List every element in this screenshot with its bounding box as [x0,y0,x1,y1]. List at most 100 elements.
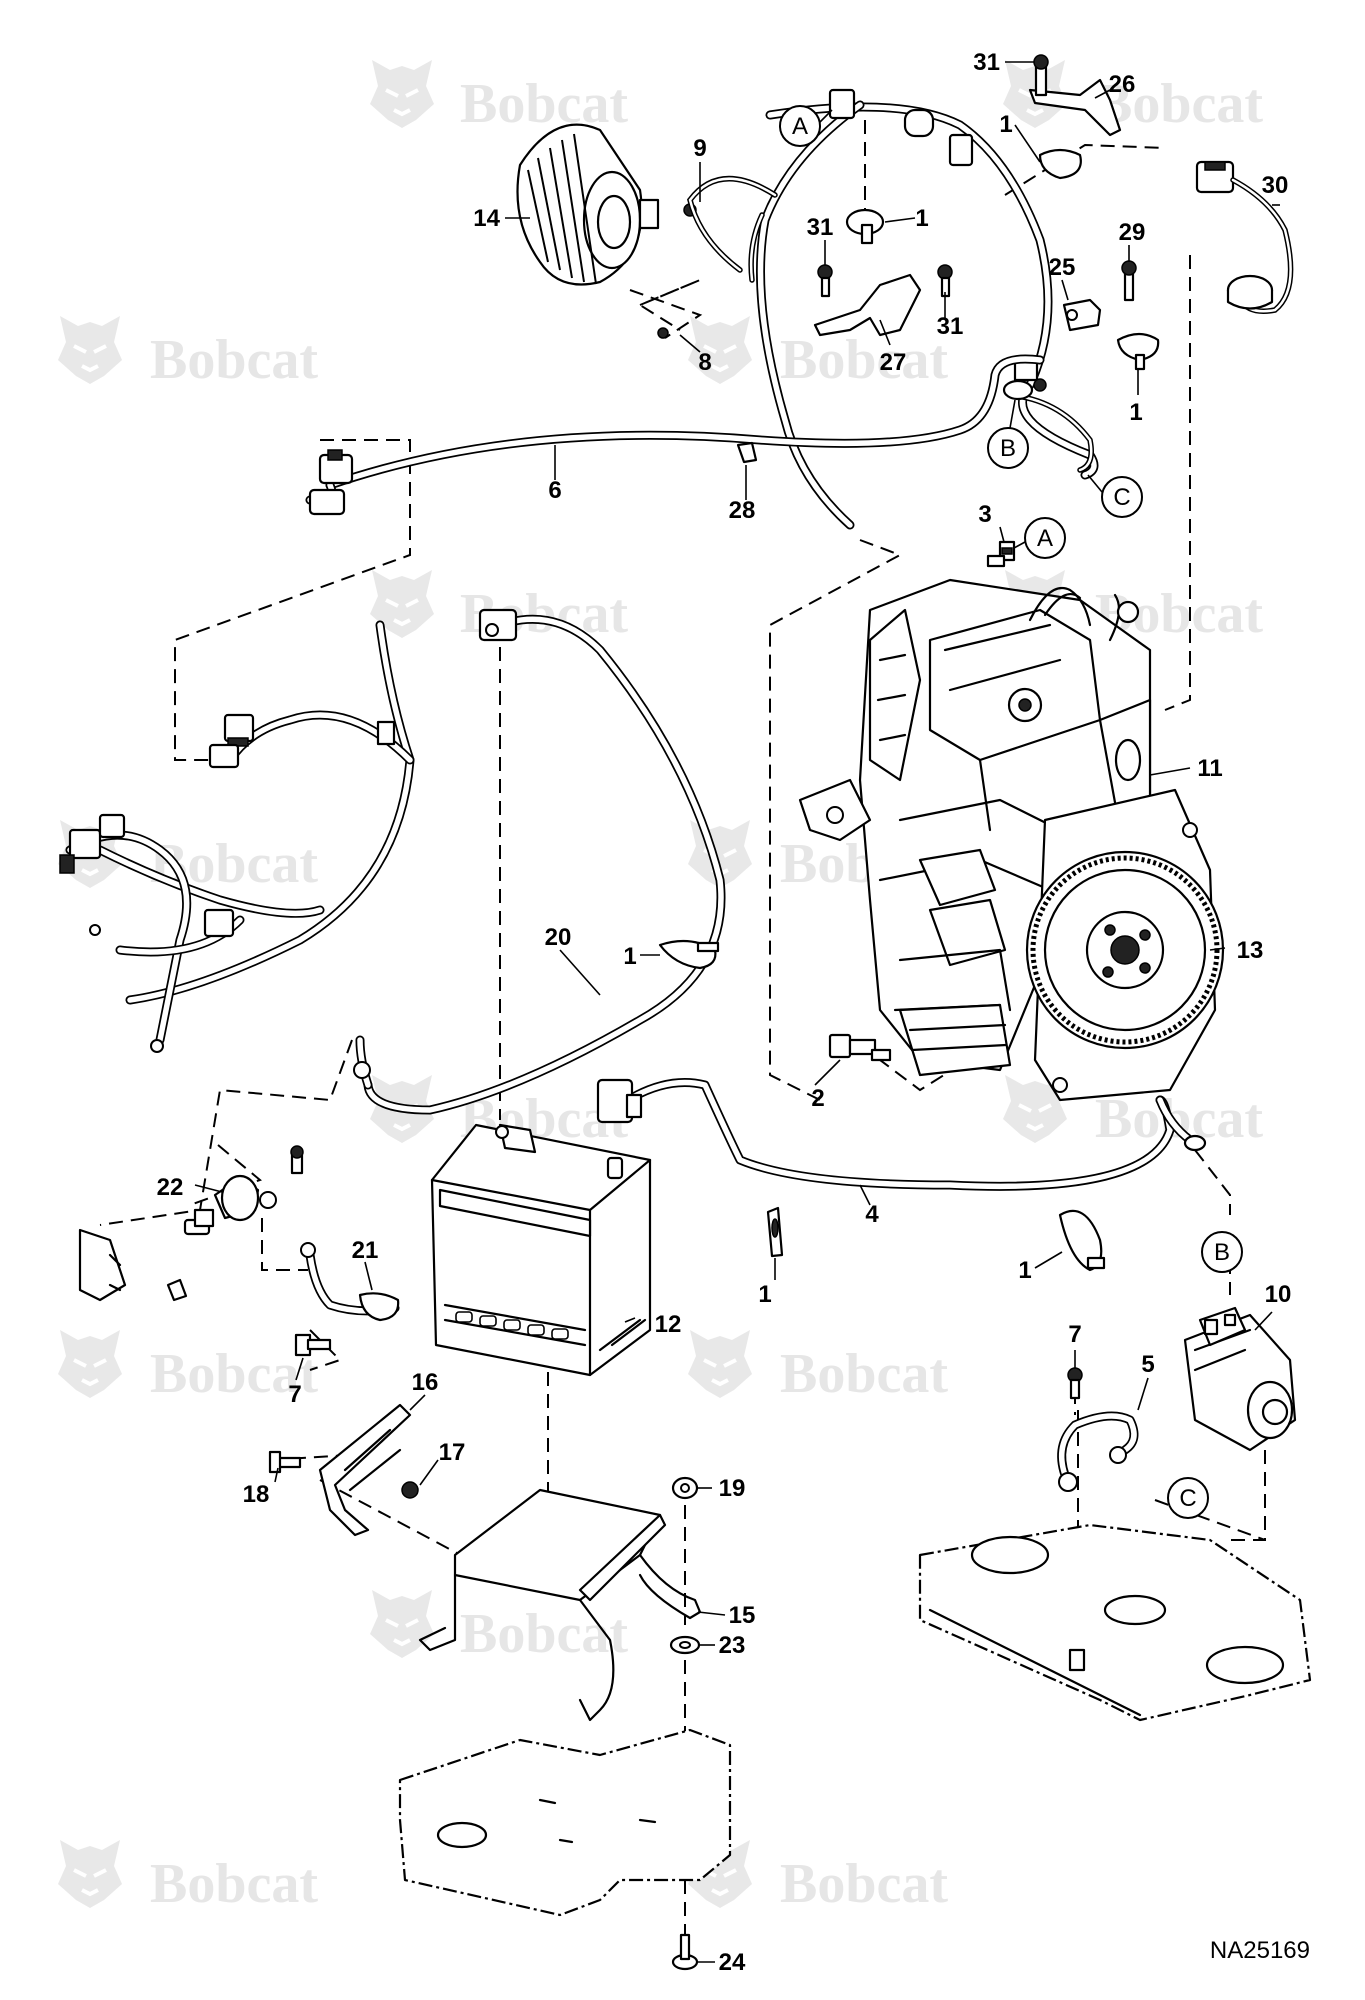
callout-24: 24 [719,1949,746,1976]
callout-10: 10 [1265,1281,1292,1308]
callout-31-right: 31 [937,313,964,340]
watermark-3: Bobcat [56,314,318,391]
callout-1-strap: 1 [758,1281,771,1308]
callout-13: 13 [1237,937,1264,964]
main-harness-left [59,620,415,1053]
callout-29: 29 [1119,219,1146,246]
nut-19 [671,1476,699,1500]
marker-b-harness: B [987,399,1029,469]
clamp-bracket-26 [1028,54,1122,180]
cable-clamp-20 [658,939,720,970]
svg-text:C: C [1179,1485,1196,1512]
bolt-7-right [1067,1367,1083,1400]
callout-26: 26 [1109,71,1136,98]
marker-a-top: A [779,105,833,147]
marker-b-starter: B [1201,1231,1243,1273]
callout-31-left: 31 [807,214,834,241]
sensor-2 [828,1033,892,1062]
bracket-27 [813,264,953,337]
watermark-2: Bobcat [1001,58,1263,135]
leader-lines [194,61,1280,1963]
callout-6: 6 [548,477,561,504]
watermark-16: Bobcat [686,1838,948,1915]
engine-harness [687,88,1099,530]
battery-12 [430,1123,652,1377]
bracket-16 [268,1403,419,1537]
engine-11 [798,578,1152,1077]
watermark-layer: Bobcat Bobcat Bobcat Bobcat Bobcat Bobca… [56,58,1263,1915]
starter-10 [1183,1306,1297,1452]
callout-9: 9 [693,135,706,162]
callout-14: 14 [473,205,500,232]
strap-clip [766,1206,784,1258]
callout-labels: 31 26 1 9 14 31 1 30 29 25 31 8 27 1 6 2… [157,49,1292,1976]
marker-a-sensor: A [1013,517,1066,559]
callout-1-right: 1 [1129,399,1142,426]
svg-text:Bobcat: Bobcat [150,1343,318,1405]
callout-1-clip: 1 [1018,1257,1031,1284]
watermark-13: Bobcat [368,1588,628,1665]
svg-text:Bobcat: Bobcat [1095,1088,1263,1150]
assembly-lines [99,120,1266,1950]
callout-22: 22 [157,1174,184,1201]
washer-23 [669,1635,701,1655]
callout-12: 12 [655,1311,682,1338]
callout-7-left: 7 [288,1381,301,1408]
callout-17: 17 [439,1439,466,1466]
svg-text:A: A [1037,525,1053,552]
watermark-15: Bobcat [56,1838,318,1915]
svg-text:Bobcat: Bobcat [1095,73,1263,135]
watermark-10: Bobcat [1001,1073,1263,1150]
callout-23: 23 [719,1632,746,1659]
callout-5: 5 [1141,1351,1154,1378]
callout-1-top: 1 [999,111,1012,138]
callout-27: 27 [880,349,907,376]
callout-31-top: 31 [973,49,1000,76]
drawing-number: NA25169 [1210,1937,1310,1964]
callout-28: 28 [729,497,756,524]
callout-21: 21 [352,1237,379,1264]
marker-c-cable: C [1167,1477,1209,1519]
callout-15: 15 [729,1602,756,1629]
watermark-12: Bobcat [686,1328,948,1405]
svg-text:B: B [1000,435,1016,462]
cable-clip-right [1058,1209,1106,1272]
frame-plate [398,1728,732,1917]
cable-21 [300,1242,400,1322]
callout-25: 25 [1049,254,1076,281]
ground-strap-25 [1062,260,1160,371]
callout-1-clamp: 1 [623,943,636,970]
watermark-11: Bobcat [56,1328,318,1405]
engine-footprint [918,1523,1312,1722]
clip-28 [736,441,758,464]
sensor-3 [986,540,1016,568]
callout-2: 2 [811,1085,824,1112]
svg-text:Bobcat: Bobcat [460,73,628,135]
callout-4: 4 [865,1201,879,1228]
callout-11: 11 [1197,755,1222,782]
flywheel-13 [1025,788,1225,1102]
svg-text:Bobcat: Bobcat [150,1853,318,1915]
svg-text:A: A [792,113,808,140]
callout-3: 3 [978,501,991,528]
watermark-1: Bobcat [368,58,628,135]
watermark-4: Bobcat [686,314,948,391]
svg-text:C: C [1113,484,1130,511]
callout-1-mid: 1 [915,205,928,232]
callout-20: 20 [545,924,572,951]
callout-16: 16 [412,1369,439,1396]
bolt-24 [671,1933,699,1971]
svg-text:Bobcat: Bobcat [460,1603,628,1665]
svg-text:Bobcat: Bobcat [780,329,948,391]
alternator [516,123,697,339]
callout-19: 19 [719,1475,746,1502]
harness-clip-top [845,208,885,245]
svg-text:B: B [1214,1239,1230,1266]
svg-text:Bobcat: Bobcat [780,1853,948,1915]
wire-harness-6 [305,354,1094,516]
cable-5 [1057,1411,1139,1492]
bolt-7-left [294,1333,332,1357]
connector-30 [1195,160,1294,314]
callout-8: 8 [698,349,711,376]
